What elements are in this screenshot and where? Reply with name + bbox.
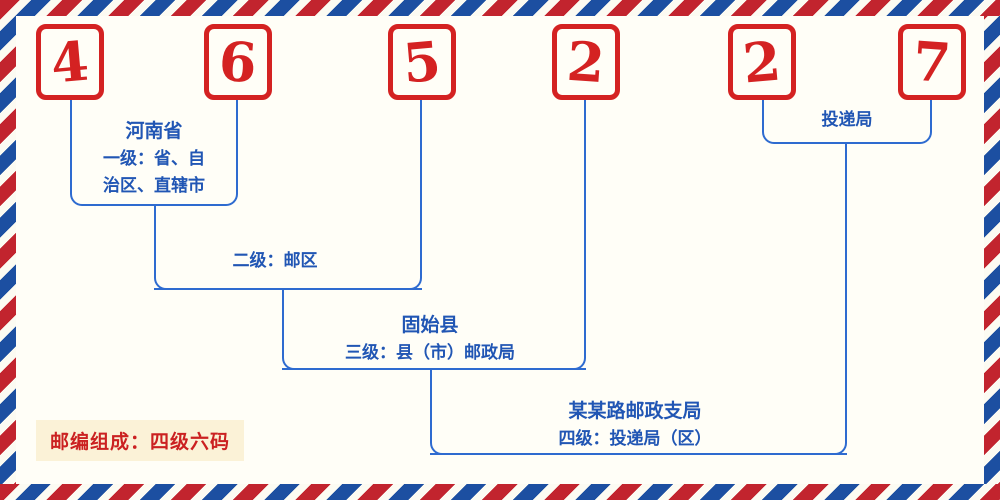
label-county-name: 固始县 [401,314,459,336]
airmail-border-top [0,0,1000,16]
postcode-digit-box-5: 2 [728,24,796,100]
postcode-digit-6: 7 [911,28,953,96]
label-branch-office: 某某路邮政支局 [568,400,702,422]
label-level4: 四级：投递局（区） [558,429,712,449]
connector-level1-bracket [70,100,238,206]
postcode-digit-box-3: 5 [388,24,456,100]
connector-level4-bracket [762,100,932,144]
label-province-name: 河南省 [125,120,183,142]
airmail-border-right [984,0,1000,500]
postcode-digit-1: 4 [48,28,92,96]
label-level1: 一级：省、自 治区、直辖市 [103,149,205,196]
postcode-digit-2: 6 [217,28,259,96]
postcode-digit-box-4: 2 [552,24,620,100]
postcode-digit-box-2: 6 [204,24,272,100]
postcode-digit-box-1: 4 [36,24,104,100]
label-delivery-office: 投递局 [821,110,873,130]
postcode-composition-caption: 邮编组成：四级六码 [36,420,245,461]
airmail-border-bottom [0,484,1000,500]
connector-level4-riser [430,144,847,455]
airmail-border-left [0,0,16,500]
postcode-digit-5: 2 [740,28,784,96]
connector-level2-riser [154,100,422,290]
connector-level3-riser [282,100,586,370]
postcode-digit-box-6: 7 [898,24,966,100]
label-level3: 三级：县（市）邮政局 [345,343,515,363]
postcode-digit-4: 2 [565,28,607,96]
postcode-digit-3: 5 [400,28,444,96]
label-level2: 二级：邮区 [232,251,318,271]
